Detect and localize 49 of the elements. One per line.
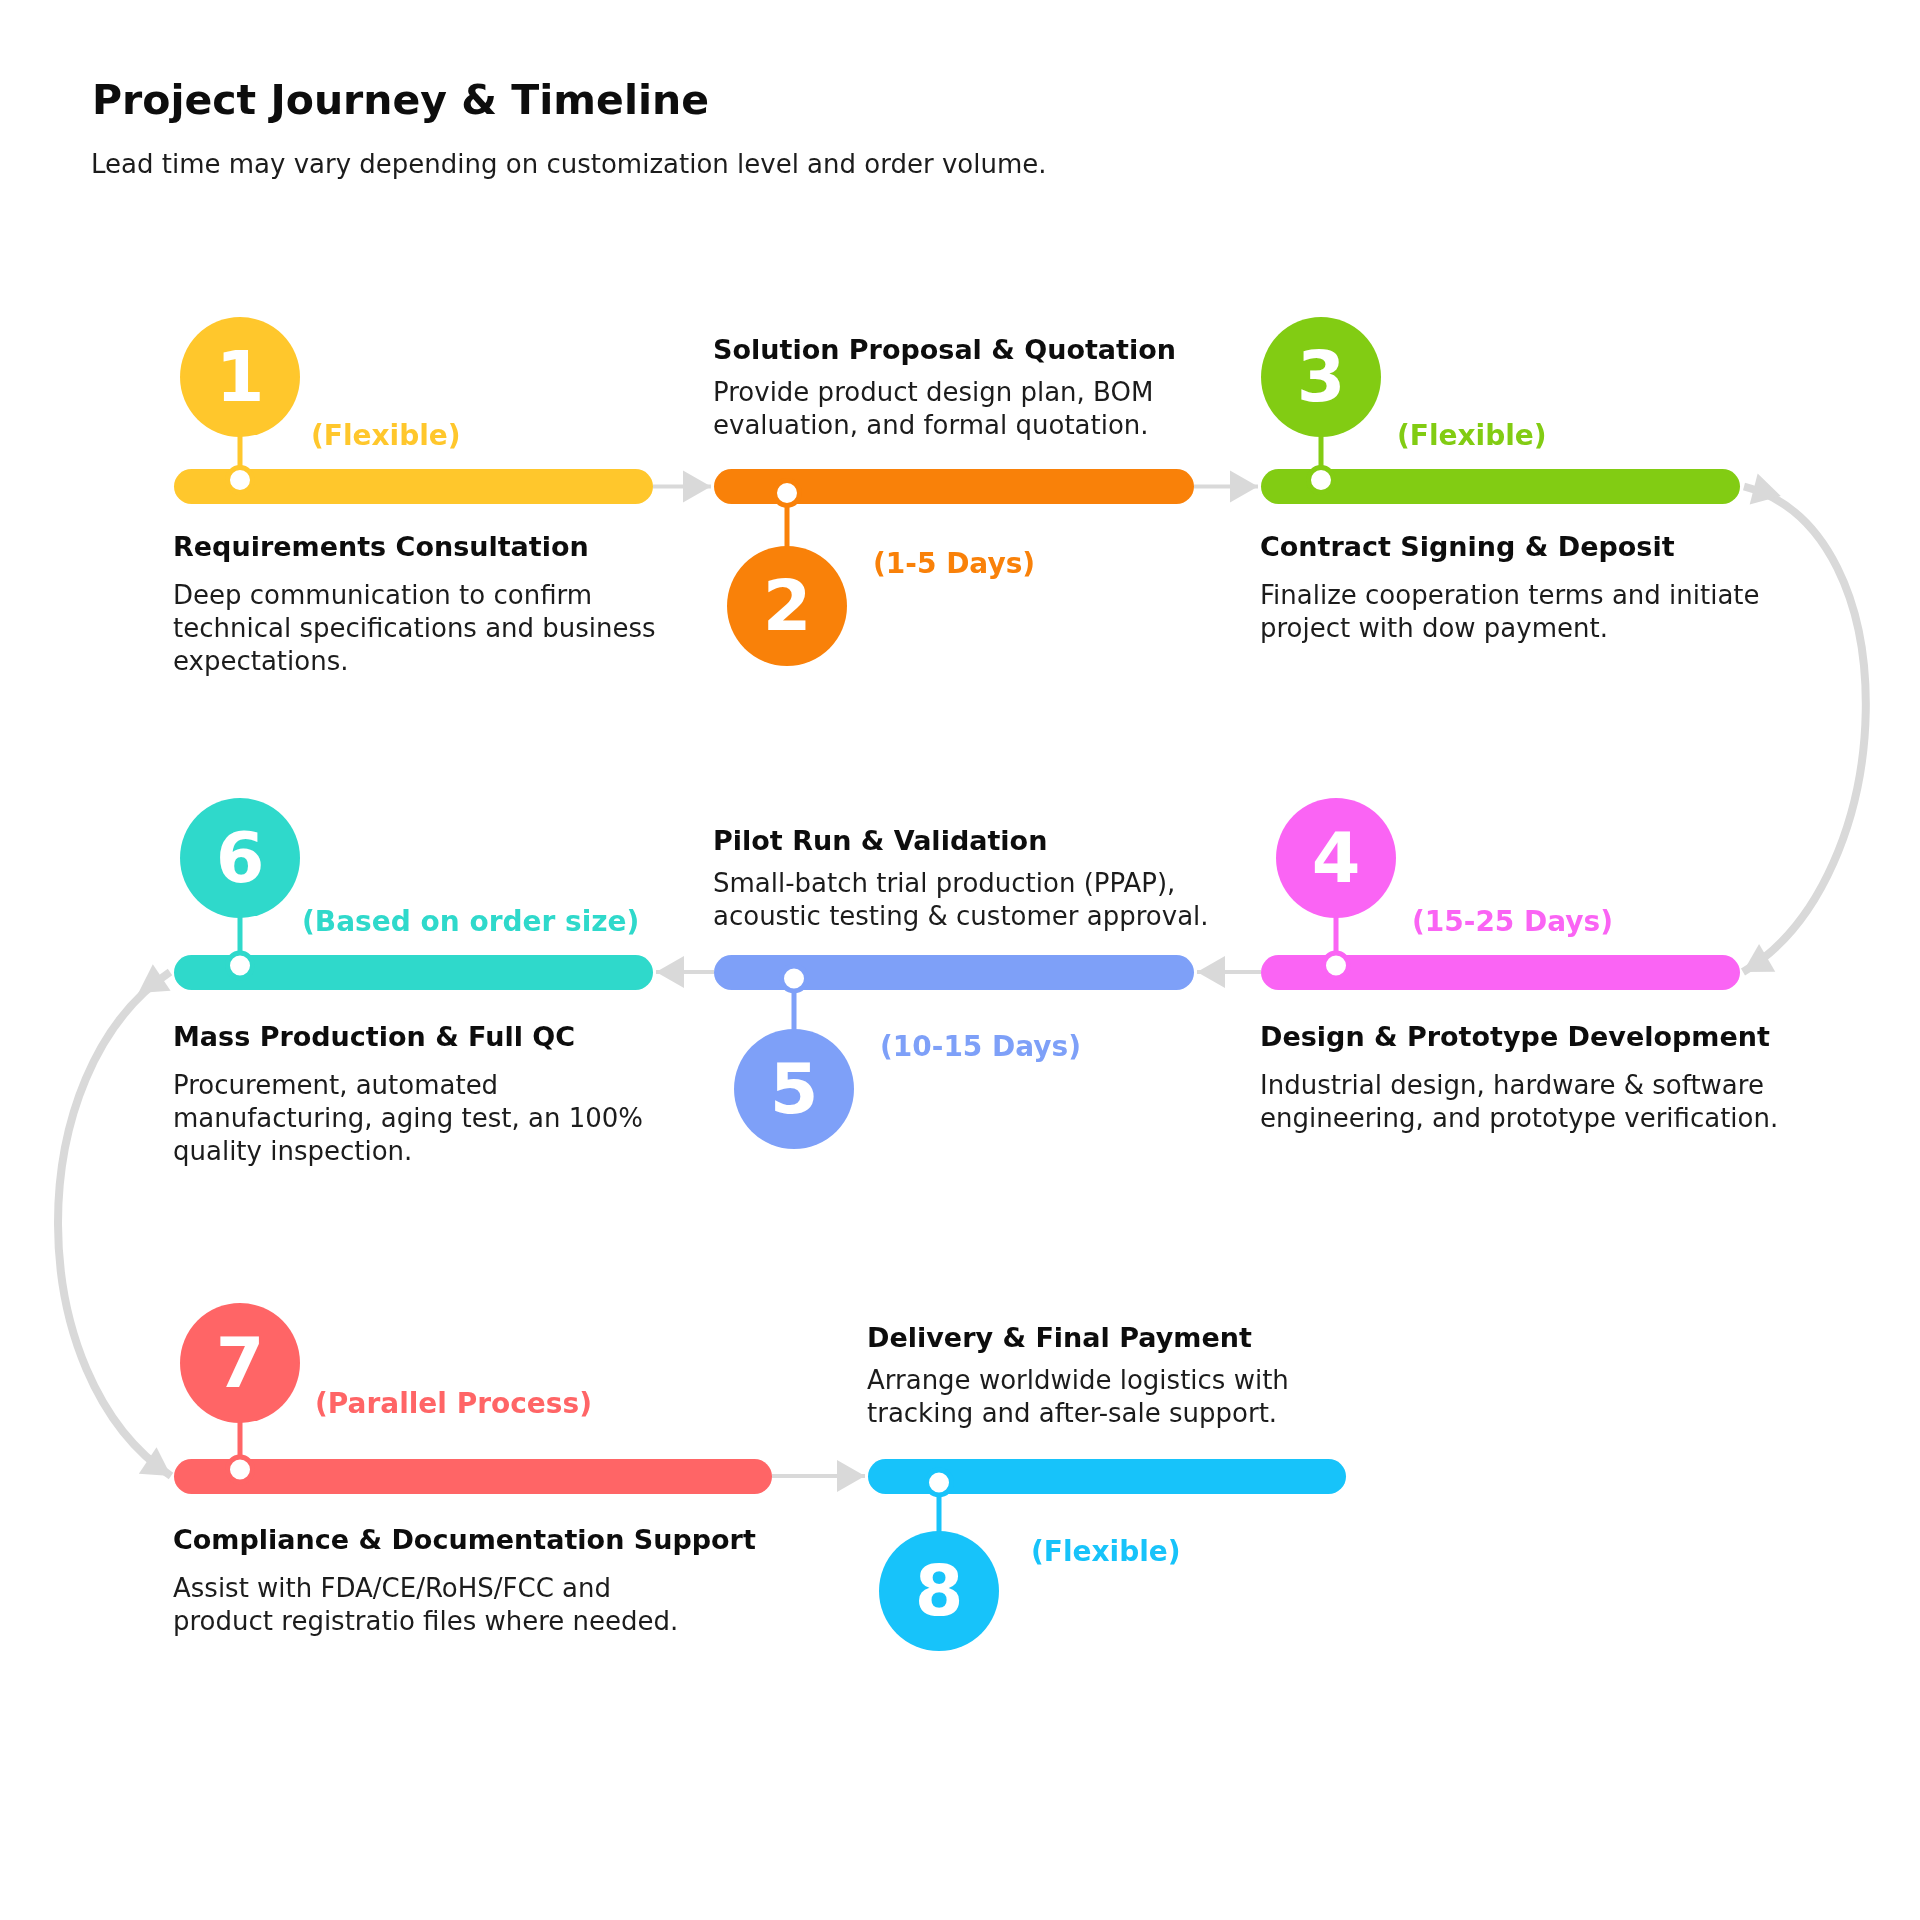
step-title: Pilot Run & Validation [713, 824, 1048, 858]
step-description: Deep communication to confirm technical specifications and business expectations. [173, 579, 657, 678]
step-number-circle: 3 [1261, 317, 1381, 437]
arrow [772, 1460, 865, 1492]
timeline-bar [174, 954, 653, 990]
timeline-bar [174, 469, 653, 504]
step-title: Delivery & Final Payment [867, 1321, 1252, 1355]
step-description: Provide product design plan, BOM evaluation, and formal quotation. [713, 376, 1155, 442]
step-title: Solution Proposal & Quotation [713, 333, 1176, 367]
timeline-bar [1261, 954, 1740, 990]
step-description: Finalize cooperation terms and initiate project with dow payment. [1260, 579, 1761, 645]
subtitle: Lead time may vary depending on customization level and order volume. [91, 148, 1047, 180]
step-number-circle: 1 [180, 317, 300, 437]
step-description: Assist with FDA/CE/RoHS/FCC and product registratio files where needed. [173, 1572, 680, 1638]
curved-arrow [1740, 475, 1870, 976]
step-description: Industrial design, hardware & software engineering, and prototype verification. [1260, 1069, 1780, 1135]
step-title: Compliance & Documentation Support [173, 1523, 756, 1557]
duration-label: (Flexible) [1397, 417, 1547, 453]
timeline-bar [868, 1458, 1346, 1494]
duration-label: (Flexible) [1031, 1533, 1181, 1569]
step-title: Contract Signing & Deposit [1260, 530, 1675, 564]
duration-label: (Based on order size) [302, 903, 640, 939]
step-title: Design & Prototype Development [1260, 1020, 1770, 1054]
step-number-circle: 8 [879, 1531, 999, 1651]
timeline-bar [174, 1458, 772, 1494]
timeline-bar [1261, 469, 1740, 504]
timeline-bar [714, 469, 1194, 504]
timeline-bar [714, 954, 1194, 990]
step-number-circle: 7 [180, 1303, 300, 1423]
step-number-circle: 5 [734, 1029, 854, 1149]
arrow [653, 470, 711, 503]
duration-label: (15-25 Days) [1412, 903, 1614, 939]
duration-label: (1-5 Days) [873, 545, 1036, 581]
arrow [1197, 956, 1261, 988]
step-title: Mass Production & Full QC [173, 1020, 576, 1054]
duration-label: (Flexible) [311, 417, 461, 453]
step-title: Requirements Consultation [173, 530, 589, 564]
step-description: Arrange worldwide logistics with tracking and after-sale support. [867, 1364, 1290, 1430]
arrow [656, 956, 714, 988]
step-number-circle: 2 [727, 546, 847, 666]
arrow [1194, 470, 1258, 503]
curved-arrow [54, 966, 174, 1480]
duration-label: (10-15 Days) [880, 1028, 1082, 1064]
step-description: Small-batch trial production (PPAP), acoustic testing & customer approval. [713, 867, 1210, 933]
step-description: Procurement, automated manufacturing, aging test, an 100% quality inspection. [173, 1069, 645, 1168]
step-number-circle: 4 [1276, 798, 1396, 918]
page-title: Project Journey & Timeline [92, 75, 709, 125]
duration-label: (Parallel Process) [315, 1385, 592, 1421]
step-number-circle: 6 [180, 798, 300, 918]
